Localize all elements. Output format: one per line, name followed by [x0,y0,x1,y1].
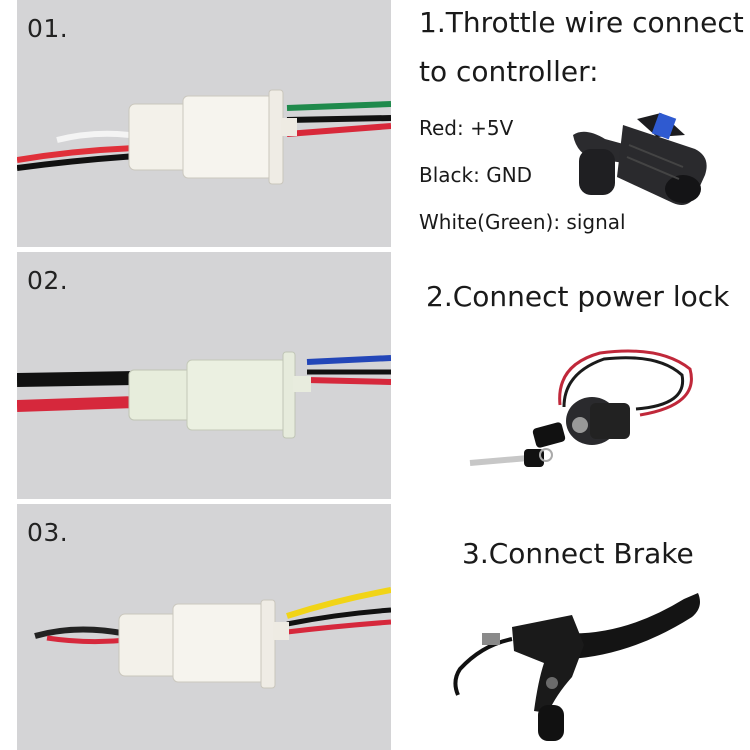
brake-lever-icon [453,593,700,741]
connector-panel-1: 01. [17,0,391,247]
panel-number: 03. [27,518,69,547]
connector-panel-2: 02. [17,252,391,499]
brake-connector-photo [34,587,391,689]
throttle-title-line2: to controller: [419,55,599,88]
throttle-grip-icon [573,112,707,205]
connector-panel-3: 03. [17,504,391,750]
throttle-black-spec: Black: GND [419,163,533,187]
brake-title: 3.Connect Brake [462,537,694,570]
power-lock-title: 2.Connect power lock [426,280,730,313]
key-power-lock-icon [469,349,693,467]
power-lock-connector-photo [17,351,391,439]
throttle-white-spec: White(Green): signal [419,210,626,234]
throttle-connector-photo [17,89,391,185]
throttle-title-line1: 1.Throttle wire connect [419,6,744,39]
throttle-red-spec: Red: +5V [419,116,514,140]
panel-number: 01. [27,14,69,43]
panel-number: 02. [27,266,69,295]
